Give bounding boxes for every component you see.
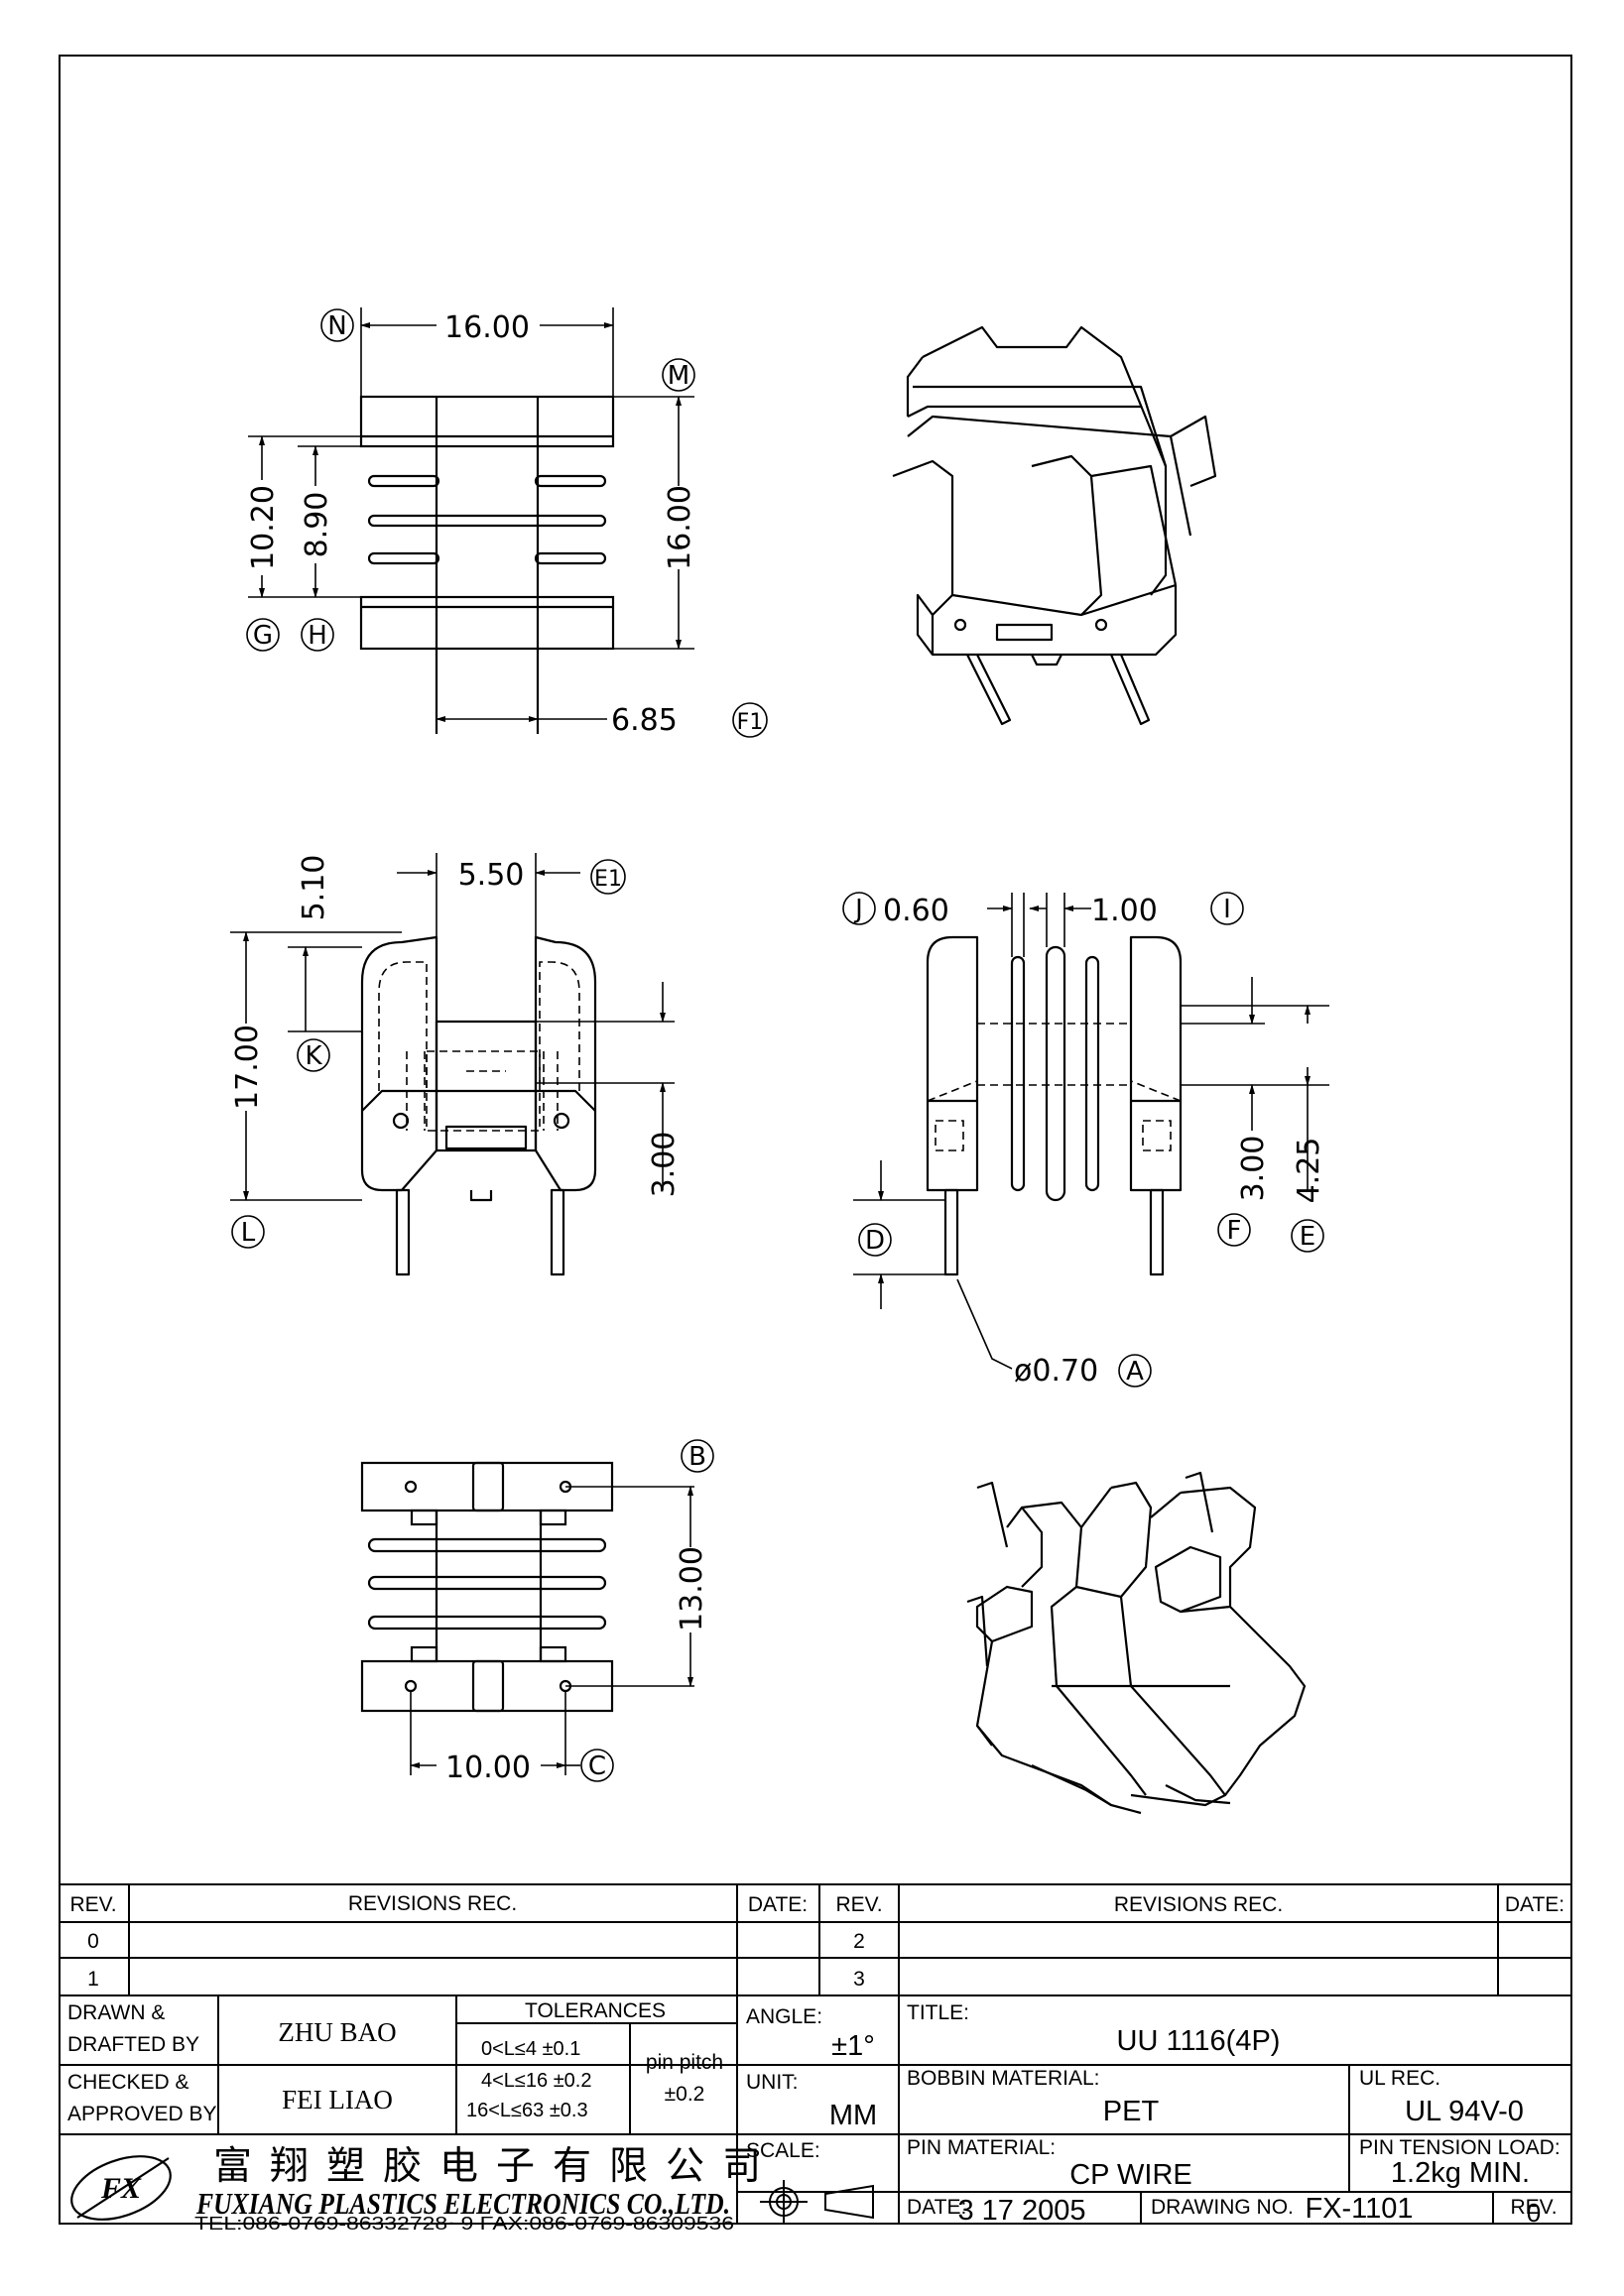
drawing-frame bbox=[59, 55, 1572, 2225]
title-block-grid bbox=[59, 1883, 1572, 2224]
title-label: TITLE: bbox=[907, 2001, 969, 2024]
drafted-label: DRAFTED BY bbox=[67, 2033, 199, 2056]
angle-value: ±1° bbox=[831, 2030, 875, 2062]
front-view bbox=[360, 935, 597, 1276]
tolerances-title: TOLERANCES bbox=[525, 1999, 666, 2022]
bobbin-material-label: BOBBIN MATERIAL: bbox=[907, 2067, 1100, 2090]
pin-tension-label: PIN TENSION LOAD: bbox=[1359, 2136, 1561, 2159]
label-l: L bbox=[241, 1218, 256, 1248]
dim-10-20: 10.20 bbox=[246, 485, 281, 570]
dim-0-60: 0.60 bbox=[883, 894, 949, 928]
dim-4-25: 4.25 bbox=[1292, 1138, 1326, 1204]
company-logo: FX bbox=[70, 2155, 172, 2221]
side-view-hidden-lines bbox=[927, 992, 1182, 1151]
unit-label: UNIT: bbox=[746, 2071, 799, 2094]
label-b: B bbox=[688, 1442, 706, 1472]
top-view-labels bbox=[246, 308, 768, 738]
front-view-hidden-lines bbox=[378, 961, 580, 1132]
rev-row-right: 3 bbox=[853, 1968, 865, 1991]
tolerance-row: 16<L≤63 ±0.3 bbox=[466, 2100, 588, 2121]
checked-by-value: FEI LIAO bbox=[282, 2085, 393, 2115]
scale-label: SCALE: bbox=[746, 2139, 820, 2162]
pin-pitch-label: pin pitch bbox=[646, 2051, 723, 2074]
ul-rec-label: UL REC. bbox=[1359, 2067, 1440, 2090]
header-rev: REV. bbox=[69, 1893, 116, 1916]
projection-symbol-icon bbox=[760, 2180, 874, 2224]
header-revisions-2: REVISIONS REC. bbox=[1114, 1893, 1283, 1916]
bottom-view bbox=[360, 1461, 614, 1713]
dim-17-00: 17.00 bbox=[230, 1025, 265, 1110]
drawn-by-value: ZHU BAO bbox=[278, 2017, 396, 2047]
company-name-english: FUXIANG PLASTICS ELECTRONICS CO.,LTD. bbox=[195, 2186, 730, 2221]
pin-material-value: CP WIRE bbox=[1069, 2159, 1192, 2191]
bobbin-material-value: PET bbox=[1103, 2096, 1160, 2127]
checked-label: CHECKED & bbox=[67, 2071, 189, 2094]
angle-label: ANGLE: bbox=[746, 2005, 822, 2028]
dim-6-85: 6.85 bbox=[611, 703, 678, 738]
rev-row-left: 1 bbox=[87, 1968, 99, 1991]
dim-5-50: 5.50 bbox=[458, 858, 525, 893]
company-contact: TEL:086-0769-86332728~9 FAX:086-0769-863… bbox=[194, 2214, 734, 2234]
label-g: G bbox=[253, 621, 273, 651]
pin-material-label: PIN MATERIAL: bbox=[907, 2136, 1056, 2159]
side-view-dimensions bbox=[853, 893, 1329, 1370]
label-a: A bbox=[1126, 1357, 1144, 1387]
label-i: I bbox=[1223, 895, 1231, 924]
label-j: J bbox=[853, 895, 863, 924]
unit-value: MM bbox=[829, 2100, 877, 2131]
side-view bbox=[926, 935, 1183, 1276]
label-d: D bbox=[865, 1226, 885, 1256]
rev-value: 0 bbox=[1527, 2198, 1541, 2228]
top-view-dim-text: 16.00 16.00 10.20 8.90 6.85 bbox=[246, 310, 697, 738]
label-m: M bbox=[668, 361, 689, 391]
company-name-chinese: 富翔塑胶电子有限公司 bbox=[213, 2144, 779, 2189]
tolerance-row: 0<L≤4 ±0.1 bbox=[481, 2038, 580, 2060]
logo-text: FX bbox=[100, 2172, 142, 2205]
drawn-label: DRAWN & bbox=[67, 2001, 165, 2024]
header-date: DATE: bbox=[748, 1893, 808, 1916]
bottom-view-dimensions bbox=[410, 1486, 694, 1775]
top-view bbox=[359, 395, 615, 734]
tolerance-row: 4<L≤16 ±0.2 bbox=[481, 2070, 591, 2092]
dim-width-16: 16.00 bbox=[444, 310, 530, 345]
header-revisions: REVISIONS REC. bbox=[348, 1892, 517, 1915]
dim-13-00: 13.00 bbox=[675, 1546, 709, 1631]
isometric-view-top bbox=[892, 325, 1217, 726]
isometric-view-bottom bbox=[966, 1471, 1307, 1815]
dim-8-90: 8.90 bbox=[300, 492, 334, 558]
label-e: E bbox=[1300, 1222, 1315, 1252]
label-k: K bbox=[305, 1041, 322, 1071]
drawing-no-label: DRAWING NO. bbox=[1151, 2196, 1294, 2219]
label-n: N bbox=[327, 311, 346, 341]
dim-1-00: 1.00 bbox=[1091, 894, 1158, 928]
drawing-no-value: FX-1101 bbox=[1305, 2193, 1413, 2225]
dim-pin-diameter: ø0.70 bbox=[1014, 1354, 1098, 1389]
label-f: F bbox=[1227, 1216, 1242, 1246]
dim-10-00: 10.00 bbox=[445, 1751, 531, 1785]
label-f1: F1 bbox=[737, 710, 764, 735]
pin-tension-value: 1.2kg MIN. bbox=[1391, 2157, 1530, 2189]
date-value: 3 17 2005 bbox=[957, 2195, 1085, 2227]
header-date-2: DATE: bbox=[1505, 1893, 1564, 1916]
front-view-dimensions bbox=[230, 853, 675, 1201]
pin-pitch-value: ±0.2 bbox=[665, 2083, 705, 2106]
label-h: H bbox=[308, 621, 327, 651]
dim-5-10: 5.10 bbox=[297, 855, 331, 921]
top-view-dimensions bbox=[248, 307, 694, 722]
dim-side-3-00: 3.00 bbox=[1236, 1136, 1271, 1202]
dim-front-3-00: 3.00 bbox=[647, 1132, 682, 1198]
rev-row-left: 0 bbox=[87, 1930, 99, 1953]
label-e1: E1 bbox=[594, 867, 622, 892]
date-label: DATE: bbox=[907, 2196, 966, 2219]
rev-row-right: 2 bbox=[853, 1930, 865, 1953]
header-rev-2: REV. bbox=[835, 1893, 882, 1916]
approved-label: APPROVED BY bbox=[67, 2103, 217, 2125]
rev-label: REV. bbox=[1510, 2196, 1557, 2219]
dim-height-16: 16.00 bbox=[663, 485, 697, 570]
ul-rec-value: UL 94V-0 bbox=[1405, 2096, 1524, 2127]
title-value: UU 1116(4P) bbox=[1117, 2025, 1281, 2057]
label-c: C bbox=[588, 1752, 606, 1781]
